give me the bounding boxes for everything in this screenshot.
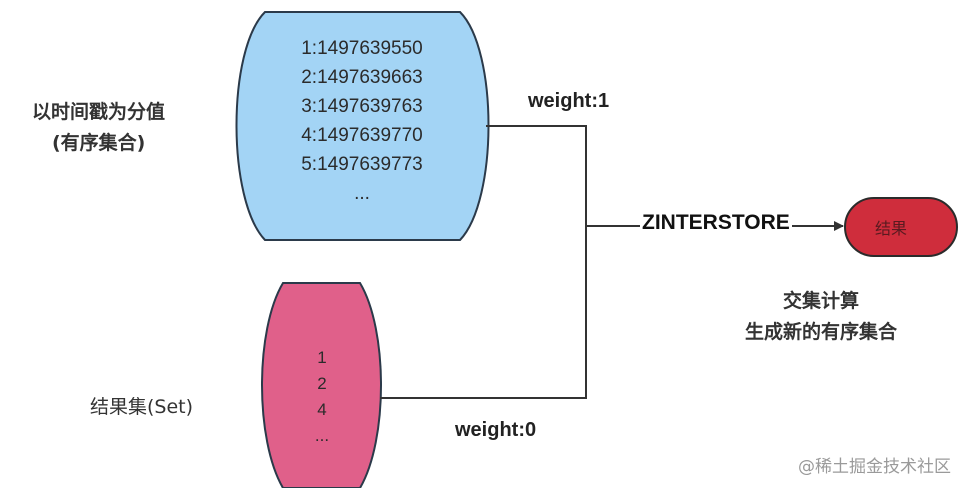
result-node: [844, 197, 958, 257]
caption-line1: 交集计算: [783, 290, 860, 312]
set-shape: [261, 282, 382, 488]
zset-member: 3:1497639763: [301, 96, 423, 117]
zset-member: ...: [354, 183, 370, 204]
zset-label-line2: (有序集合): [52, 132, 146, 154]
set-member: 4: [317, 400, 327, 419]
set-connector: [380, 226, 587, 399]
result-label: 结果: [875, 219, 908, 238]
set-label: 结果集(Set): [90, 396, 194, 418]
watermark: @稀土掘金技术社区: [798, 457, 951, 477]
set-member: 1: [317, 348, 327, 367]
zset-member: 2:1497639663: [301, 67, 423, 88]
command-label: ZINTERSTORE: [640, 211, 792, 235]
zset-member: 5:1497639773: [301, 154, 423, 175]
zset-member: 4:1497639770: [301, 125, 423, 146]
zset-connector: [486, 125, 587, 226]
set-member: 2: [317, 374, 327, 393]
zset-member-list: 1:1497639550 2:1497639663 3:1497639763 4…: [262, 34, 462, 208]
caption-line2: 生成新的有序集合: [745, 321, 898, 343]
set-member: ...: [314, 426, 330, 445]
zset-member: 1:1497639550: [301, 38, 423, 59]
zset-label-line1: 以时间戳为分值: [32, 101, 166, 123]
set-weight-label: weight:0: [455, 419, 537, 441]
zset-weight-label: weight:1: [528, 90, 610, 112]
set-member-list: 1 2 4 ...: [282, 345, 362, 449]
zset-shape: [235, 11, 490, 241]
